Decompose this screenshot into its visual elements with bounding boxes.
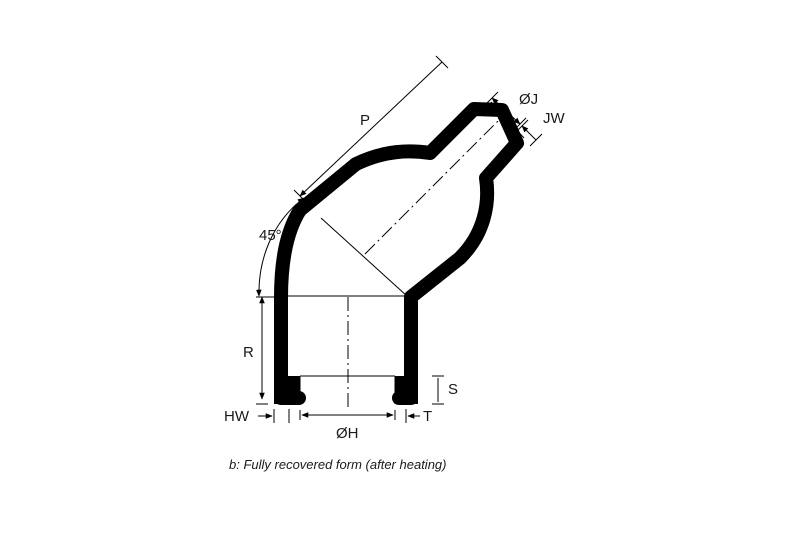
label-r: R <box>243 344 254 361</box>
dimension-r: R <box>243 296 281 405</box>
socket-ends <box>274 376 418 404</box>
label-angle: 45° <box>259 227 282 244</box>
label-jw: JW <box>543 110 566 127</box>
dimension-t: T <box>405 408 432 425</box>
figure-caption: b: Fully recovered form (after heating) <box>229 457 446 472</box>
dimension-p: P <box>293 55 449 203</box>
dimension-oj: ØJ <box>485 91 538 131</box>
dimension-oh: ØH <box>299 410 396 442</box>
label-oh: ØH <box>336 425 359 442</box>
label-p: P <box>360 112 370 129</box>
label-t: T <box>423 408 432 425</box>
dimension-s: S <box>432 375 458 405</box>
label-hw: HW <box>224 408 250 425</box>
label-s: S <box>448 381 458 398</box>
elbow-body <box>274 102 524 405</box>
center-lines <box>347 111 508 408</box>
dimension-jw: JW <box>515 110 566 147</box>
dimension-hw: HW <box>224 408 290 425</box>
label-oj: ØJ <box>519 91 538 108</box>
dimension-angle: 45° <box>256 197 305 297</box>
